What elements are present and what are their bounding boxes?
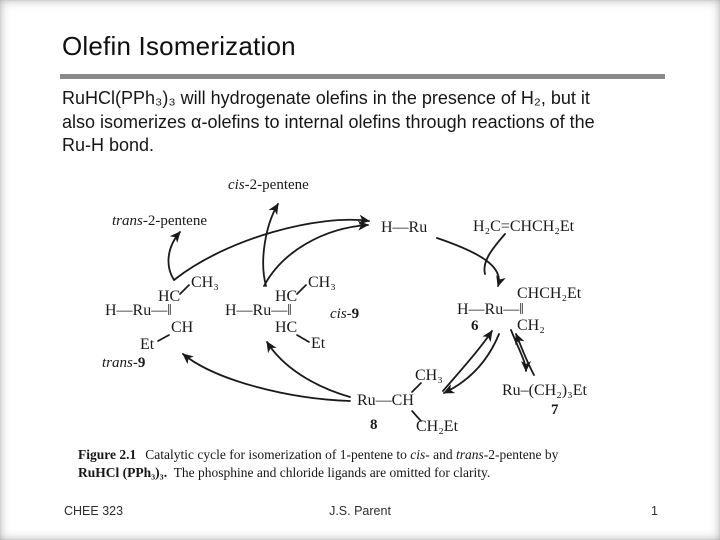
trans9-hc-top: HC — [158, 288, 180, 305]
title-divider — [60, 74, 665, 79]
arrow-trans9-to-catalyst — [173, 214, 370, 281]
body-line: also isomerizes α-olefins to internal ol… — [62, 111, 595, 132]
c6-top: CHCH₂Et — [517, 285, 582, 302]
slide-footer: CHEE 323 J.S. Parent 1 — [0, 504, 720, 524]
equilibrium-7-to-6-up — [515, 333, 535, 376]
cis9-label: cis-9 — [330, 306, 359, 322]
page-title: Olefin Isomerization — [62, 31, 296, 61]
bond-line — [411, 382, 422, 393]
cis9-hc-bottom: HC — [275, 319, 297, 336]
c8-core: Ru—CH — [357, 392, 414, 409]
bond-line — [179, 284, 190, 295]
body-line: RuHCl(PPh₃)₃ will hydrogenate olefins in… — [62, 88, 590, 108]
footer-page-number: 1 — [651, 504, 658, 518]
body-line: Ru-H bond. — [62, 135, 155, 155]
complex-cis-9: H—Ru—‖ HC CH₃ HC Et cis-9 — [225, 274, 359, 352]
trans9-core: H—Ru—‖ — [105, 302, 172, 319]
cis9-hc-top: HC — [275, 288, 297, 305]
footer-author: J.S. Parent — [329, 504, 391, 518]
label-cis-2-pentene: cis-2-pentene — [228, 177, 309, 193]
trans9-ch3: CH₃ — [191, 274, 219, 291]
body-paragraph: RuHCl(PPh₃)₃ will hydrogenate olefins in… — [62, 87, 662, 158]
complex-8: Ru—CH CH₃ CH₂Et 8 — [357, 367, 459, 435]
catalyst-h-ru: H—Ru — [381, 219, 427, 236]
bond-line — [411, 410, 422, 422]
complex-7: Ru–(CH₂)₃Et 7 — [502, 382, 587, 418]
complex-6: H—Ru—‖ CHCH₂Et CH₂ 6 — [457, 285, 582, 334]
trans9-ch-bottom: CH — [171, 319, 194, 336]
c7-number: 7 — [551, 402, 559, 418]
caption-figure-label: Figure 2.1 — [78, 447, 137, 462]
arrow-cis9-to-catalyst — [263, 220, 369, 287]
catalytic-cycle-figure: cis-2-pentene trans-2-pentene H—Ru H₂C=C… — [102, 177, 587, 435]
equilibrium-6-to-8-down — [443, 333, 500, 394]
bond-line — [157, 334, 170, 342]
arrow-8-to-cis9 — [266, 341, 351, 398]
c7-formula: Ru–(CH₂)₃Et — [502, 382, 587, 399]
arrow-cis9-to-cis-2-pentene — [262, 203, 279, 287]
c8-ch2et: CH₂Et — [416, 418, 459, 435]
trans9-label: trans-9 — [102, 355, 145, 371]
arrow-8-to-trans9 — [182, 353, 351, 402]
cis9-ch3: CH₃ — [308, 274, 336, 291]
c6-number: 6 — [471, 318, 479, 334]
c8-number: 8 — [370, 417, 378, 433]
c8-ch3: CH₃ — [415, 367, 443, 384]
arrow-trans9-to-trans-2-pentene — [167, 231, 181, 281]
equilibrium-6-to-7-down — [510, 329, 531, 372]
caption-line-2: RuHCl (PPh₃)₃. The phosphine and chlorid… — [78, 464, 491, 480]
c6-core: H—Ru—‖ — [457, 301, 524, 318]
c6-bottom: CH₂ — [517, 317, 545, 334]
cis9-core: H—Ru—‖ — [225, 302, 292, 319]
olefin-1-pentene-formula: H₂C=CHCH₂Et — [473, 218, 575, 235]
cis9-et: Et — [311, 335, 326, 352]
trans9-et: Et — [140, 336, 155, 353]
label-trans-2-pentene: trans-2-pentene — [112, 213, 207, 229]
arrow-catalyst-to-complex6 — [436, 237, 506, 287]
complex-trans-9: H—Ru—‖ HC CH₃ CH Et trans-9 — [102, 274, 219, 371]
bond-line — [296, 284, 307, 295]
olefin-addition-curve — [483, 233, 506, 275]
footer-course-code: CHEE 323 — [64, 504, 124, 518]
bond-line — [296, 334, 310, 343]
